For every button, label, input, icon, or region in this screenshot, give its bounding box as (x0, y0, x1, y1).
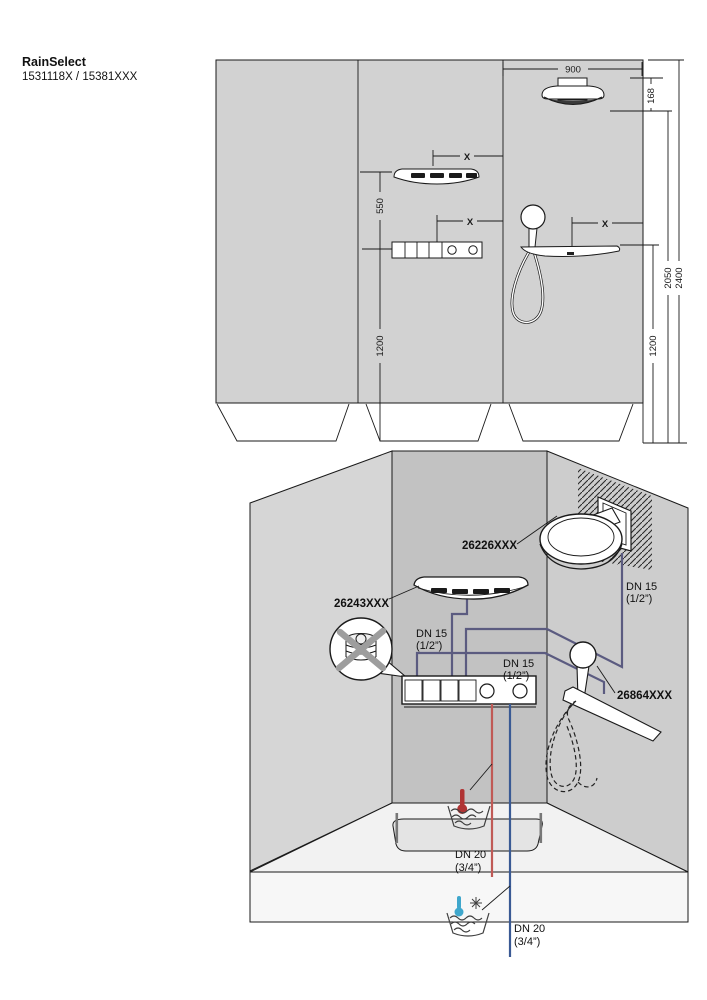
svg-text:(1/2”): (1/2”) (626, 593, 652, 605)
wall-panel-dividers (357, 60, 504, 403)
dim-168-label: 168 (646, 88, 657, 104)
pipe-spec-dn15-overhead: DN 15 (1/2”) (626, 581, 657, 605)
dim-1200-left-label: 1200 (375, 335, 386, 356)
svg-text:(1/2”): (1/2”) (503, 670, 529, 682)
overhead-shower-assembly (539, 468, 652, 570)
dim-x-shelf: X (571, 217, 643, 246)
hand-shower-head (569, 641, 597, 669)
select-button (440, 679, 459, 702)
shoulder-shower-side (393, 168, 480, 185)
pipe-spec-dn15-left: DN 15 (1/2”) (416, 628, 447, 652)
hand-shower-head (520, 204, 546, 230)
select-button (458, 679, 477, 702)
dim-x-shelf-label: X (602, 219, 609, 230)
dim-168: 168 (610, 77, 672, 112)
wall-elevation (215, 59, 644, 404)
svg-text:(3/4”): (3/4”) (514, 936, 540, 948)
bathtub (249, 802, 689, 923)
dim-900: 900 (502, 62, 643, 76)
overhead-shower-side (541, 77, 605, 105)
leader-overhead (516, 515, 558, 545)
volume-knob (512, 683, 528, 699)
product-code-shoulder: 26243XXX (334, 598, 389, 610)
header: RainSelect 1531118X / 15381XXX (22, 55, 138, 83)
svg-text:DN 20: DN 20 (514, 923, 545, 935)
dim-1200-left: 1200 (372, 249, 386, 441)
shower-hose-dashed (545, 700, 598, 793)
snowflake-icon (470, 897, 482, 909)
svg-text:DN 15: DN 15 (416, 628, 447, 640)
pipe-shoulder-shower (450, 597, 469, 676)
no-fitting-callout (329, 617, 408, 681)
dim-x-shoulder-label: X (464, 152, 471, 163)
dim-x-shoulder: X (432, 150, 503, 166)
dim-x-panel: X (436, 215, 503, 242)
product-code-porter: 26864XXX (617, 690, 672, 702)
leader-porter (596, 665, 616, 694)
dim-1200-right-label: 1200 (648, 335, 659, 356)
rainselect-panel (401, 675, 537, 708)
pipe-porter (415, 651, 606, 694)
page-title: RainSelect (22, 55, 87, 69)
svg-text:(3/4”): (3/4”) (455, 862, 481, 874)
dim-1200-right: 1200 (620, 244, 659, 443)
hand-shower-porter-assembly (545, 641, 662, 793)
cross-out-icon (335, 627, 387, 672)
product-code-overhead: 26226XXX (462, 540, 517, 552)
svg-text:DN 15: DN 15 (626, 581, 657, 593)
dim-2400-label: 2400 (674, 267, 685, 288)
dim-550: 550 (360, 171, 392, 250)
porter-bar (562, 686, 662, 742)
product-codes: 1531118X / 15381XXX (22, 71, 138, 83)
svg-text:DN 15: DN 15 (503, 658, 534, 670)
dim-550-label: 550 (375, 198, 386, 214)
hot-water-icon (447, 763, 493, 830)
svg-text:(1/2”): (1/2”) (416, 640, 442, 652)
hand-shower-shelf-front (510, 204, 621, 324)
pipe-spec-dn15-right: DN 15 (1/2”) (503, 658, 534, 682)
dim-2050-label: 2050 (663, 267, 674, 288)
pipe-spec-dn20-tub: DN 20 (3/4”) (455, 849, 486, 874)
tub-basin (392, 818, 543, 852)
bathtub-sections (216, 403, 687, 444)
shoulder-shower-assembly (388, 576, 529, 600)
rainselect-panel-front (391, 241, 483, 259)
select-button (422, 679, 441, 702)
cold-water-icon (446, 885, 511, 937)
pipe-spec-dn20-bottom: DN 20 (3/4”) (514, 923, 545, 948)
tub-apron (249, 871, 689, 923)
porter-shelf (520, 245, 621, 257)
supply-pipes-dn15 (415, 553, 624, 694)
temperature-knob (479, 683, 495, 699)
back-wall (391, 450, 548, 804)
dim-2400: 2400 (648, 59, 685, 443)
pipe-overhead (464, 553, 624, 676)
svg-text:DN 20: DN 20 (455, 849, 486, 861)
select-button (404, 679, 423, 702)
bottom-perspective-diagram: 26226XXX 26243XXX 26864XXX DN 15 (1/2”) … (249, 450, 689, 957)
overhead-shower-head (539, 513, 623, 565)
dim-x-panel-label: X (467, 217, 474, 228)
top-elevation-diagram: 900 168 550 1200 1200 2050 (215, 59, 687, 444)
dim-900-label: 900 (565, 65, 581, 76)
dim-2050: 2050 (662, 111, 674, 443)
